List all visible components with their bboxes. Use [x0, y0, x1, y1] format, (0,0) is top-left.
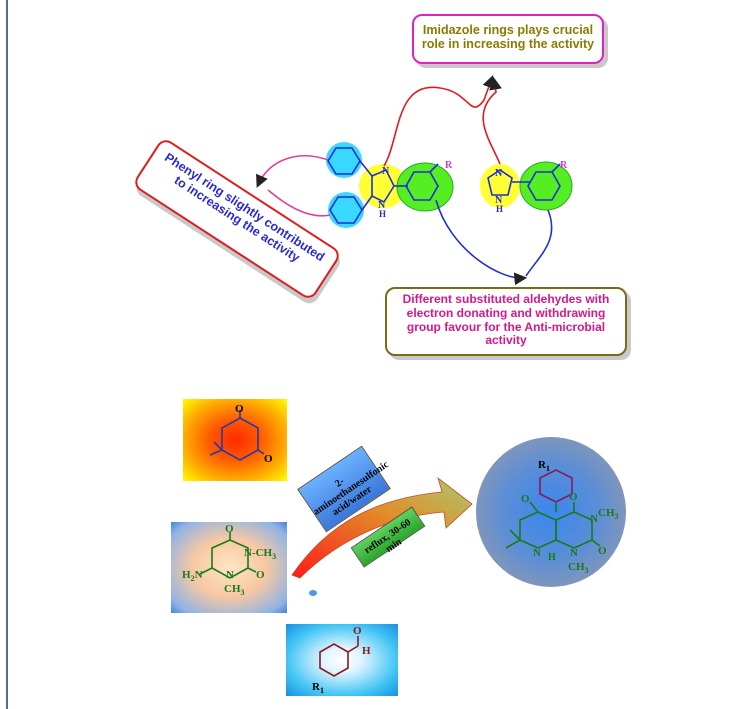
aryl-highlight-right	[519, 161, 573, 211]
callout-aldehyde-line-3: group favour for the Anti-microbial	[406, 319, 606, 334]
label-h-right: H	[496, 204, 503, 214]
uracil-ch3-bottom: CH3	[224, 583, 245, 597]
callout-imidazole-line-1: Imidazole rings plays crucial	[422, 23, 594, 37]
connector-phenyl-top	[256, 155, 329, 188]
benz-h: H	[362, 645, 371, 657]
reaction-arrow	[291, 476, 473, 579]
connector-aryl-left	[435, 199, 528, 286]
prod-r1: R1	[538, 459, 550, 473]
benzaldehyde-structure	[319, 636, 359, 677]
prod-n-right: N	[590, 513, 598, 525]
blue-drop	[309, 590, 317, 596]
uracil-n-bottom: N	[226, 569, 234, 581]
prod-o-left: O	[521, 493, 530, 505]
label-n-right: N	[495, 168, 503, 179]
dimedone-structure	[209, 410, 265, 461]
callout-imidazole-line-2: role in increasing the activity	[421, 37, 595, 52]
prod-o-right: O	[598, 545, 607, 557]
dimedone-o-right: O	[264, 453, 273, 465]
label-h-left: H	[379, 209, 386, 219]
benz-r1: R1	[312, 681, 324, 695]
prod-o-top: O	[569, 491, 578, 503]
callout-aldehyde-line-4: activity	[485, 333, 527, 348]
prod-h: H	[548, 552, 556, 563]
reactant-aminouracil-box	[171, 522, 287, 613]
sar-structure-left	[327, 147, 439, 224]
callout-aldehyde-line-1: Different substituted aldehydes with	[402, 292, 610, 306]
connector-phenyl-bottom	[267, 189, 331, 217]
uracil-nch3: N-CH3	[244, 547, 276, 561]
page-left-rule	[6, 0, 8, 709]
benz-o: O	[353, 625, 362, 637]
connector-imidazole-right	[482, 76, 502, 165]
reactant-dimedone-box	[183, 399, 287, 481]
label-n-left: N	[382, 166, 390, 177]
reactant-benzaldehyde-box	[286, 624, 398, 696]
uracil-o-right: O	[256, 569, 265, 581]
label-r-right: R	[560, 160, 568, 171]
label-nh-left: N	[378, 200, 386, 211]
prod-ch3-bottom: CH3	[568, 561, 589, 575]
dimedone-o-top: O	[235, 403, 244, 415]
imidazole-highlight-right	[480, 164, 520, 208]
prod-n-bottom-left: N	[533, 547, 541, 559]
connector-imidazole-left	[383, 74, 495, 167]
connector-aryl-right	[525, 209, 553, 277]
callout-aldehyde-line-2: electron donating and withdrawing	[406, 305, 606, 320]
callout-imidazole-rings: Imidazole rings plays crucial role in in…	[412, 14, 604, 64]
product-core-structure	[505, 501, 601, 549]
callout-substituted-aldehydes: Different substituted aldehydes with ele…	[385, 287, 627, 356]
uracil-h2n: H2N	[182, 569, 203, 583]
prod-ch3-right: CH3	[598, 507, 619, 521]
phenyl-highlight-bottom	[328, 192, 364, 228]
product-circle	[476, 437, 626, 587]
aminouracil-structure	[199, 532, 257, 579]
label-r-left: R	[445, 160, 453, 171]
aryl-highlight-left	[396, 162, 454, 212]
product-aryl-ring	[539, 469, 573, 503]
prod-n-bottom: N	[570, 547, 578, 559]
sar-structure-right	[487, 163, 561, 201]
uracil-o-top: O	[225, 523, 234, 535]
label-nh-right: N	[495, 195, 503, 206]
